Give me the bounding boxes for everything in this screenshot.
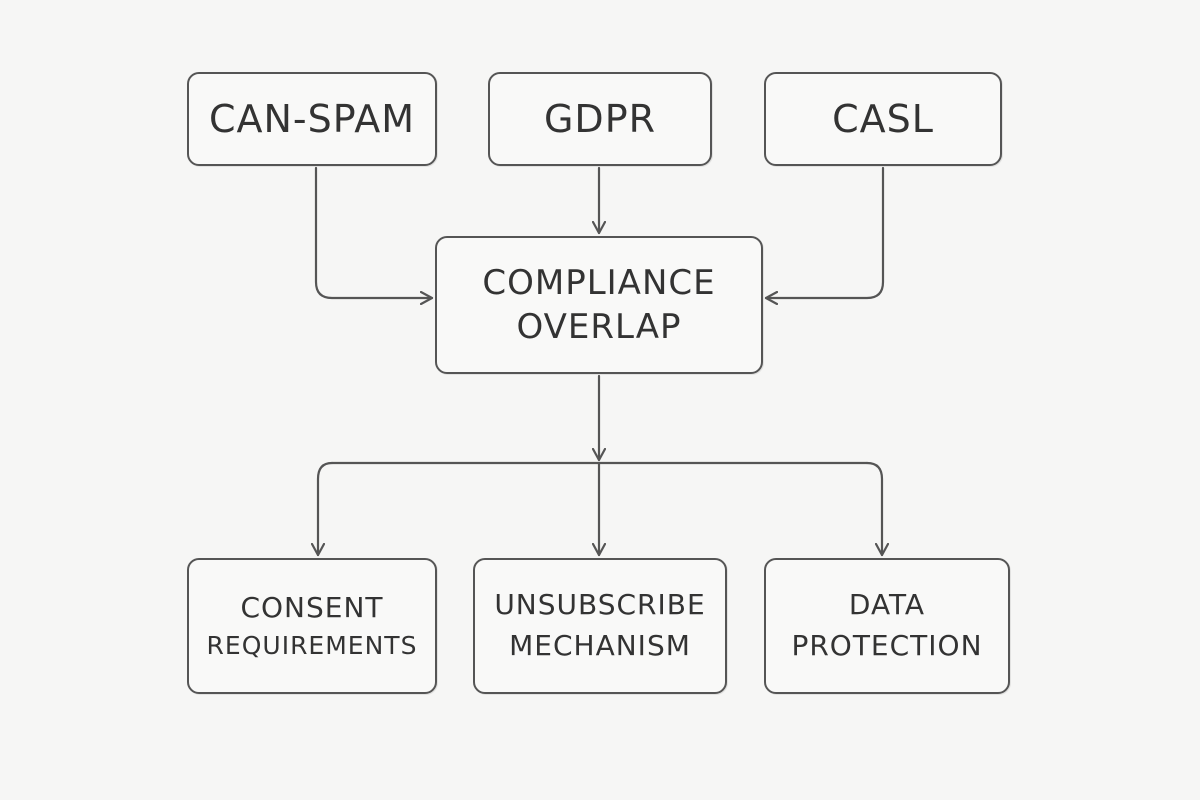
regulation-box-gdpr: GDPR	[488, 72, 712, 166]
connector-to-data-protection	[865, 461, 882, 557]
connector-to-consent	[318, 461, 334, 557]
connector-casl-to-overlap	[764, 166, 885, 298]
connector-canspam-to-overlap	[314, 166, 434, 298]
outcome-label-line2: MECHANISM	[509, 629, 691, 662]
outcome-label-line2: PROTECTION	[791, 629, 983, 662]
outcome-label-line1: DATA	[848, 588, 926, 622]
outcome-label-line2: REQUIREMENTS	[206, 631, 418, 661]
regulation-label: GDPR	[543, 97, 657, 141]
outcome-box-data-protection: DATA PROTECTION	[764, 558, 1010, 694]
outcome-box-unsubscribe-mechanism: UNSUBSCRIBE MECHANISM	[473, 558, 727, 694]
regulation-box-casl: CASL	[764, 72, 1002, 166]
center-label-line2: OVERLAP	[516, 307, 682, 347]
compliance-overlap-box: COMPLIANCE OVERLAP	[435, 236, 763, 374]
regulation-label: CAN-SPAM	[208, 97, 416, 141]
outcome-box-consent-requirements: CONSENT REQUIREMENTS	[187, 558, 437, 694]
regulation-box-can-spam: CAN-SPAM	[187, 72, 437, 166]
center-label-line1: COMPLIANCE	[482, 262, 716, 303]
outcome-label-line1: UNSUBSCRIBE	[494, 588, 706, 622]
outcome-label-line1: CONSENT	[240, 590, 384, 624]
regulation-label: CASL	[832, 97, 934, 141]
